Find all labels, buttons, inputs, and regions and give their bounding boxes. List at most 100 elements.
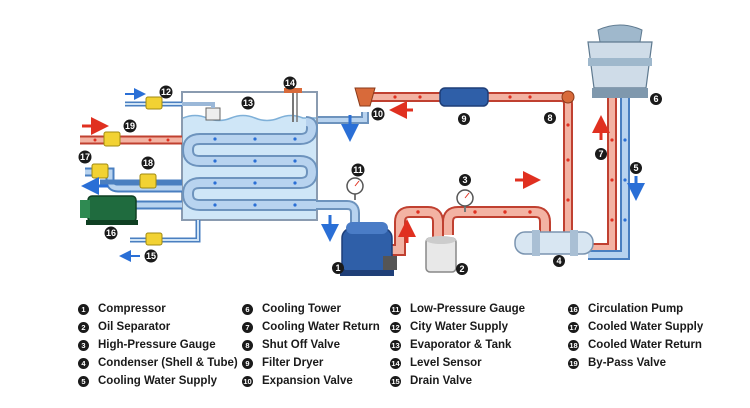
- legend-label: Low-Pressure Gauge: [410, 303, 526, 315]
- drain-line: [130, 220, 201, 243]
- callout-2: 2: [456, 263, 468, 275]
- legend-number: 5: [78, 375, 89, 387]
- legend-number: 17: [568, 321, 579, 333]
- svg-text:2: 2: [459, 264, 464, 274]
- svg-text:7: 7: [598, 149, 603, 159]
- legend-label: Circulation Pump: [588, 303, 684, 315]
- legend-label: Compressor: [98, 303, 166, 315]
- compressor: [340, 222, 397, 276]
- legend-number: 18: [568, 339, 579, 351]
- level-sensor: [284, 88, 302, 122]
- legend-number: 8: [242, 339, 253, 351]
- legend-number: 10: [242, 375, 253, 387]
- legend-label: Shut Off Valve: [262, 339, 340, 351]
- suction-line: [316, 188, 360, 225]
- svg-text:10: 10: [373, 109, 383, 119]
- callout-13: 13: [241, 96, 255, 110]
- legend-label: Drain Valve: [410, 375, 473, 387]
- legend-number: 7: [242, 321, 253, 333]
- legend-number: 9: [242, 357, 253, 369]
- legend-label: Level Sensor: [410, 357, 482, 369]
- callout-4: 4: [553, 255, 565, 267]
- svg-text:4: 4: [556, 256, 561, 266]
- legend-label: Evaporator & Tank: [410, 339, 512, 351]
- legend-label: Cooling Tower: [262, 303, 342, 315]
- svg-text:13: 13: [243, 98, 253, 108]
- cooling-water-return-pipe: [588, 98, 617, 253]
- high-pressure-gauge: [456, 189, 474, 207]
- oil-separator: [425, 236, 457, 273]
- callout-18: 18: [141, 156, 155, 170]
- svg-text:9: 9: [461, 114, 466, 124]
- city-water-valve: [145, 96, 163, 110]
- shut-off-valve: [561, 90, 575, 104]
- legend-item-circulation-pump: 16 Circulation Pump: [568, 300, 683, 318]
- cooling-tower: [587, 24, 653, 98]
- svg-text:12: 12: [161, 87, 171, 97]
- svg-text:1: 1: [335, 263, 340, 273]
- callout-6: 6: [650, 93, 662, 105]
- legend-label: Cooling Water Return: [262, 321, 380, 333]
- expansion-valve: [354, 87, 376, 107]
- refrigeration-schematic: 1 2 3 4 5 6 7 8 9 10 11 12 13 14 15 16 1…: [78, 24, 662, 276]
- legend-number: 16: [568, 303, 579, 315]
- cooled-water-supply-valve: [91, 163, 109, 179]
- legend-number: 3: [78, 339, 89, 351]
- circulation-pump: [80, 195, 138, 225]
- legend-label: High-Pressure Gauge: [98, 339, 216, 351]
- legend-item-drain-valve: 15 Drain Valve: [390, 372, 472, 390]
- legend-item-cooling-water-return: 7 Cooling Water Return: [242, 318, 380, 336]
- drain-valve: [145, 232, 163, 246]
- legend-item-compressor: 1 Compressor: [78, 300, 166, 318]
- legend-item-level-sensor: 14 Level Sensor: [390, 354, 482, 372]
- legend-number: 1: [78, 303, 89, 315]
- callout-17: 17: [78, 150, 92, 164]
- svg-text:15: 15: [146, 251, 156, 261]
- legend-label: By-Pass Valve: [588, 357, 667, 369]
- callout-14: 14: [283, 76, 297, 90]
- callout-10: 10: [371, 107, 385, 121]
- legend-number: 15: [390, 375, 401, 387]
- legend-item-filter-dryer: 9 Filter Dryer: [242, 354, 323, 372]
- svg-text:19: 19: [125, 121, 135, 131]
- low-pressure-gauge: [346, 177, 364, 195]
- legend-label: Condenser (Shell & Tube): [98, 357, 238, 369]
- filter-dryer: [439, 87, 489, 107]
- legend-label: Filter Dryer: [262, 357, 324, 369]
- svg-text:5: 5: [633, 163, 638, 173]
- legend-item-cooling-tower: 6 Cooling Tower: [242, 300, 341, 318]
- legend-item-high-pressure-gauge: 3 High-Pressure Gauge: [78, 336, 216, 354]
- float-valve: [182, 102, 221, 121]
- callout-12: 12: [159, 85, 173, 99]
- legend-label: Oil Separator: [98, 321, 171, 333]
- legend-number: 12: [390, 321, 401, 333]
- svg-text:17: 17: [80, 152, 90, 162]
- flow-arrows: [81, 88, 645, 262]
- cooling-water-supply-pipe: [588, 98, 630, 260]
- cooled-water-return-valve: [139, 173, 157, 189]
- svg-text:3: 3: [462, 175, 467, 185]
- condenser: [514, 230, 594, 256]
- legend-item-city-water-supply: 12 City Water Supply: [390, 318, 508, 336]
- callout-16: 16: [104, 226, 118, 240]
- legend-number: 2: [78, 321, 89, 333]
- svg-text:6: 6: [653, 94, 658, 104]
- svg-text:14: 14: [285, 78, 295, 88]
- legend-number: 6: [242, 303, 253, 315]
- legend-item-shut-off-valve: 8 Shut Off Valve: [242, 336, 340, 354]
- legend-label: City Water Supply: [410, 321, 508, 333]
- bypass-valve: [103, 131, 121, 147]
- legend-item-oil-separator: 2 Oil Separator: [78, 318, 170, 336]
- svg-text:11: 11: [353, 165, 363, 175]
- callout-7: 7: [595, 148, 607, 160]
- legend-number: 14: [390, 357, 401, 369]
- evaporator-coil: [181, 116, 319, 211]
